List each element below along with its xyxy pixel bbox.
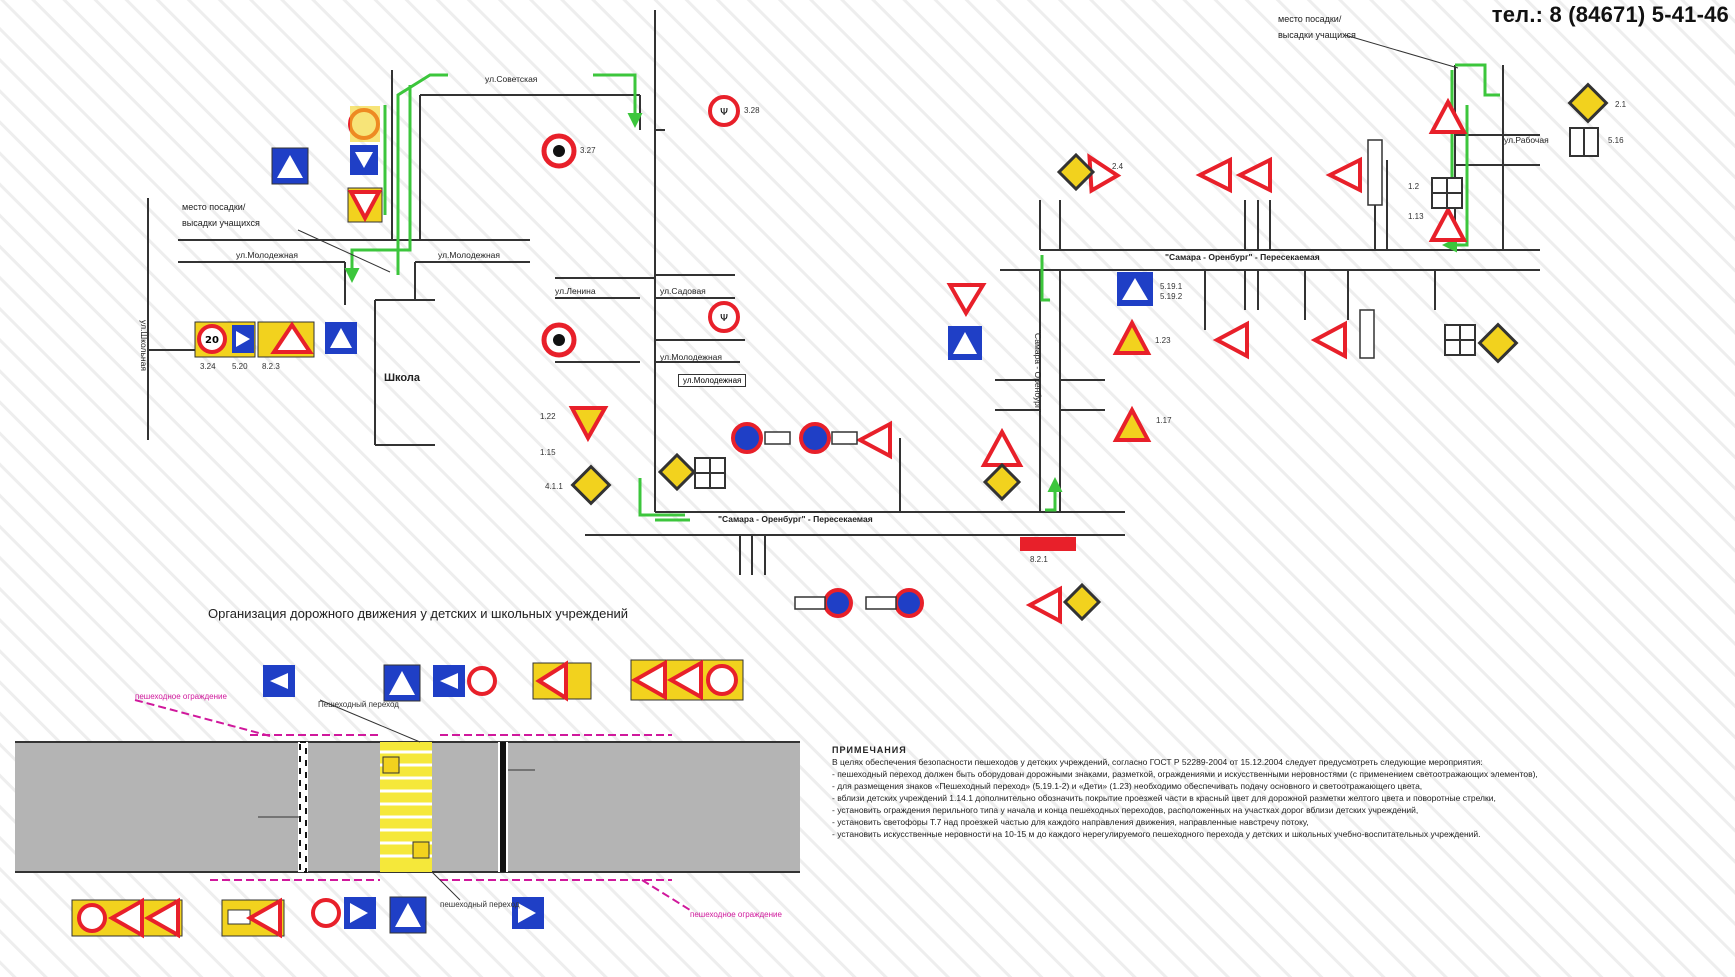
sign-code-label: 1.2 bbox=[1408, 182, 1420, 191]
prohibitory-signs: Ψ Ψ bbox=[541, 95, 924, 618]
street-lenina: ул.Ленина bbox=[555, 286, 596, 296]
sign-row-bottom bbox=[71, 896, 544, 939]
street-molodezhnaya-3: ул.Молодежная bbox=[660, 352, 722, 362]
notes-line: - пешеходный переход должен быть оборудо… bbox=[832, 769, 1538, 779]
direction-plates bbox=[764, 431, 897, 610]
highway-label-right: "Самара - Оренбург" - Пересекаемая bbox=[1165, 252, 1320, 262]
stop-label-top-right-2: высадки учащихся bbox=[1278, 30, 1356, 40]
sign-restriction-2: Ψ bbox=[708, 301, 740, 333]
sign-code-label: 1.22 bbox=[540, 412, 556, 421]
yield-signs bbox=[568, 283, 987, 443]
pedestrian-fences bbox=[134, 699, 691, 911]
notes-line: В целях обеспечения безопасности пешеход… bbox=[832, 757, 1483, 767]
school-label: Школа bbox=[384, 372, 420, 384]
stop-label-top-right-1: место посадки/ bbox=[1278, 14, 1342, 24]
leader-lines bbox=[297, 34, 1459, 273]
fence-label-1: пешеходное ограждение bbox=[135, 692, 227, 701]
notes-title: ПРИМЕЧАНИЯ bbox=[832, 745, 907, 755]
sign-code-label: 5.19.1 bbox=[1160, 282, 1183, 291]
crossing-label-2: пешеходный переход bbox=[440, 900, 520, 909]
crossing-label-1: Пешеходный переход bbox=[318, 700, 399, 709]
sign-no-stopping-3 bbox=[823, 588, 853, 618]
notes-line: - для размещения знаков «Пешеходный пере… bbox=[832, 781, 1423, 791]
sign-code-label: 2.4 bbox=[1112, 162, 1124, 171]
sign-code-label: 2.1 bbox=[1615, 100, 1627, 109]
street-molodezhnaya-2: ул.Молодежная bbox=[438, 250, 500, 260]
sign-code-label: 1.17 bbox=[1156, 416, 1172, 425]
sign-code-label: 1.23 bbox=[1155, 336, 1171, 345]
pedestrian-route-left bbox=[344, 73, 643, 283]
sign-code-label: 8.2.3 bbox=[262, 362, 280, 371]
road-network-center bbox=[555, 10, 1125, 575]
notes-line: - вблизи детских учреждений 1.14.1 допол… bbox=[832, 793, 1496, 803]
bottom-section-title: Организация дорожного движения у детских… bbox=[208, 606, 629, 621]
sign-code-label: 4.1.1 bbox=[545, 482, 563, 491]
priority-road-signs bbox=[570, 82, 1609, 622]
fence-label-2: пешеходное ограждение bbox=[690, 910, 782, 919]
street-shkolnaya: ул.Школьная bbox=[139, 320, 149, 371]
sign-cluster-left: 20 bbox=[194, 321, 357, 358]
notes-line: - установить ограждения перильного типа … bbox=[832, 805, 1419, 815]
notes-block: ПРИМЕЧАНИЯ В целях обеспечения безопасно… bbox=[832, 744, 1722, 840]
leader-lines-bottom bbox=[258, 699, 535, 901]
street-sadovaya: ул.Садовая bbox=[660, 286, 706, 296]
sign-code-label: 3.27 bbox=[580, 146, 596, 155]
crossing-lights bbox=[382, 756, 430, 859]
street-rabochaya: ул.Рабочая bbox=[1504, 135, 1549, 145]
phone-number: тел.: 8 (84671) 5-41-46 bbox=[1491, 2, 1729, 27]
stop-label-left-2: высадки учащихся bbox=[182, 218, 260, 228]
sign-code-label: 3.24 bbox=[200, 362, 216, 371]
vertical-plaques bbox=[1359, 139, 1383, 359]
highway-label-bottom: "Самара - Оренбург" - Пересекаемая bbox=[718, 514, 873, 524]
sign-no-entry-1 bbox=[541, 133, 577, 169]
info-signs bbox=[948, 272, 1153, 360]
sign-stack-top-left bbox=[271, 106, 383, 223]
sign-no-stopping-2 bbox=[799, 422, 831, 454]
sign-no-stopping-1 bbox=[731, 422, 763, 454]
street-molodezhnaya-1: ул.Молодежная bbox=[236, 250, 298, 260]
stop-label-left-1: место посадки/ bbox=[182, 202, 246, 212]
svg-text:Ψ: Ψ bbox=[720, 107, 728, 118]
sign-no-entry-2 bbox=[541, 322, 577, 358]
sign-code-label: 3.28 bbox=[744, 106, 760, 115]
warning-signs bbox=[855, 97, 1468, 625]
sign-code-label: 5.19.2 bbox=[1160, 292, 1183, 301]
sign-code-label: 5.16 bbox=[1608, 136, 1624, 145]
sign-code-label: 1.13 bbox=[1408, 212, 1424, 221]
sign-code-label: 1.15 bbox=[540, 448, 556, 457]
sign-no-stopping-4 bbox=[894, 588, 924, 618]
rumble-strips bbox=[298, 741, 508, 873]
intersection-plaques bbox=[694, 127, 1599, 489]
highway-label-vertical: "Самара - Оренбург" bbox=[1033, 330, 1043, 412]
box-label-center: ул.Молодежная bbox=[678, 374, 747, 387]
sign-code-label: 5.20 bbox=[232, 362, 248, 371]
notes-line: - установить светофоры Т.7 над проезжей … bbox=[832, 817, 1309, 827]
street-sovetskaya: ул.Советская bbox=[485, 74, 538, 84]
notes-line: - установить искусственные неровности на… bbox=[832, 829, 1481, 839]
road-network-left bbox=[147, 70, 641, 446]
sign-row-top bbox=[263, 659, 744, 702]
red-plaque bbox=[1020, 537, 1076, 551]
svg-text:Ψ: Ψ bbox=[720, 313, 728, 324]
sign-code-label: 8.2.1 bbox=[1030, 555, 1048, 564]
svg-text:20: 20 bbox=[205, 335, 219, 346]
sign-restriction-1: Ψ bbox=[708, 95, 740, 127]
